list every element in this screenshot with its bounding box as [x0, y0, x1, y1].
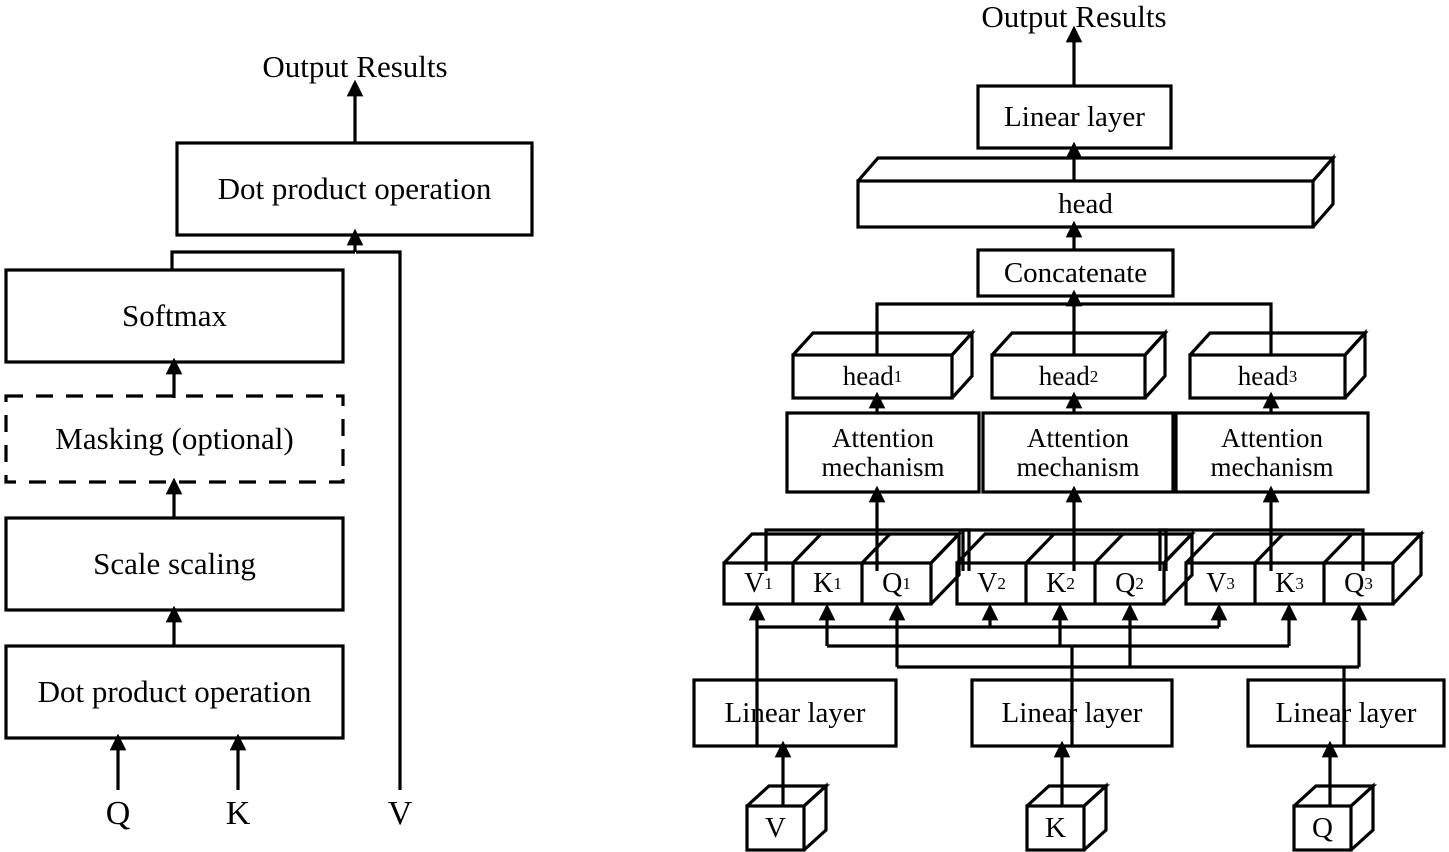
path-group1-bus: [764, 528, 971, 571]
box-head3-top: [1188, 331, 1369, 357]
divider-group3-top-b: [1322, 532, 1354, 565]
box-linear-layer-v: [692, 678, 898, 748]
path-softmax-to-dotproduct: [170, 250, 355, 270]
box-cube-q-front: [1292, 804, 1353, 852]
box-head2-side: [1143, 328, 1167, 400]
box-head3-side: [1343, 328, 1367, 400]
box-linear-layer-q: [1246, 678, 1446, 748]
box-qkv-group3-top: [1184, 532, 1425, 565]
box-cube-v-front: [745, 804, 806, 852]
box-qkv-group2-front: [955, 561, 1166, 606]
box-head2-top: [990, 331, 1169, 357]
box-head1-side: [950, 328, 974, 400]
box-scale-scaling: [4, 516, 345, 612]
box-cube-k-side: [1082, 782, 1108, 852]
box-dot-product-bottom: [4, 644, 345, 740]
box-head-front: [856, 179, 1315, 229]
divider-group1-top-a: [791, 532, 823, 565]
box-head1-front: [791, 353, 954, 400]
box-attention-3: [1174, 411, 1370, 494]
path-v-to-dotproduct-top: [356, 250, 402, 790]
box-head1-top: [791, 331, 976, 357]
box-dot-product-top: [175, 141, 534, 237]
box-qkv-group1-side: [929, 530, 961, 606]
box-qkv-group1-top: [722, 532, 963, 565]
box-head-top: [856, 156, 1337, 183]
box-cube-q-side: [1349, 782, 1375, 852]
box-cube-v-side: [802, 782, 828, 852]
divider-group3-top-a: [1253, 532, 1285, 565]
box-concatenate: [976, 248, 1175, 298]
box-cube-k-front: [1025, 804, 1086, 852]
path-group2-bus: [961, 528, 1168, 571]
box-attention-2: [981, 411, 1175, 494]
box-masking-optional: [4, 394, 345, 484]
path-group3-bus: [1158, 528, 1365, 571]
box-linear-layer-k: [970, 678, 1174, 748]
box-qkv-group1-front: [722, 561, 933, 606]
divider-group2-top-a: [1024, 532, 1056, 565]
box-linear-layer-output: [976, 84, 1173, 150]
divider-group2-top-b: [1093, 532, 1125, 565]
box-qkv-group2-side: [1162, 530, 1194, 606]
divider-group1-top-b: [860, 532, 892, 565]
box-softmax: [4, 268, 345, 364]
box-head2-front: [990, 353, 1147, 400]
box-head-side: [1311, 153, 1335, 229]
box-head3-front: [1188, 353, 1347, 400]
box-qkv-group3-side: [1391, 530, 1423, 606]
box-attention-1: [785, 411, 981, 494]
